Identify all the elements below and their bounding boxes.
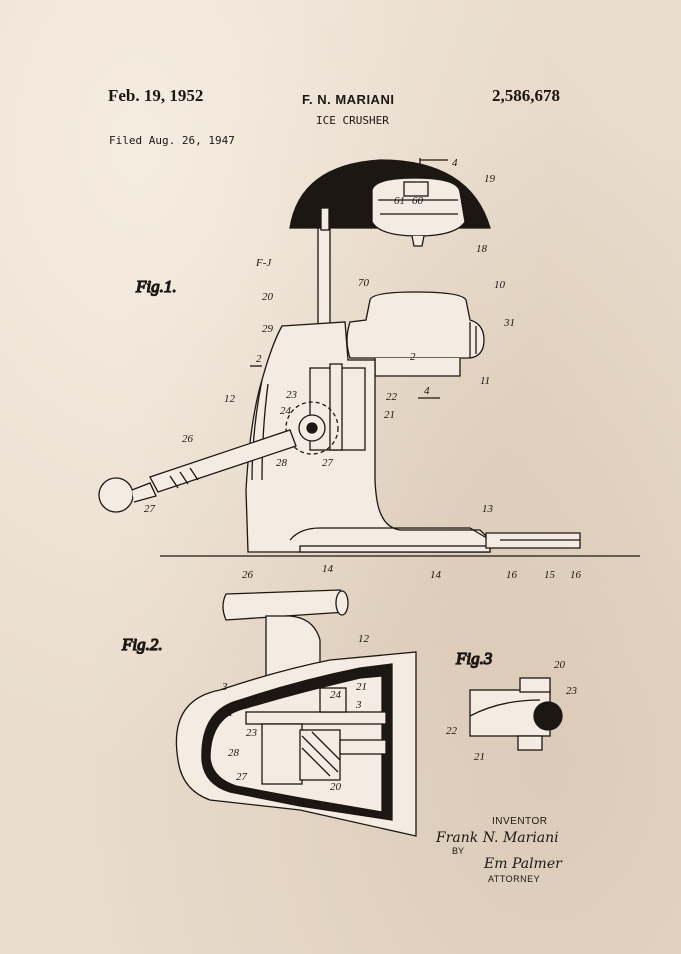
reference-numeral: 70 xyxy=(358,277,370,289)
reference-numeral: 16 xyxy=(506,569,518,581)
reference-numeral: 14 xyxy=(322,563,334,575)
reference-numeral: 60 xyxy=(412,195,424,207)
fig3-reference-numerals: 20 23 22 21 xyxy=(446,659,578,763)
figure-3-drawing xyxy=(469,677,563,751)
inventor-signature: Frank N. Mariani xyxy=(436,830,559,846)
reference-numeral: 26 xyxy=(242,569,254,581)
fig3-label: Fig.3 xyxy=(455,649,492,668)
reference-numeral: 23 xyxy=(566,685,578,697)
patent-number: 2,586,678 xyxy=(492,86,560,105)
filed-date: Filed Aug. 26, 1947 xyxy=(109,134,235,147)
reference-numeral: 18 xyxy=(476,243,488,255)
reference-numeral: 26 xyxy=(182,433,194,445)
by-label: BY xyxy=(452,846,465,856)
figure-2-drawing xyxy=(175,589,417,837)
inventor-name: F. N. MARIANI xyxy=(302,92,395,107)
reference-numeral: 28 xyxy=(228,747,240,759)
attorney-signature: Em Palmer xyxy=(484,856,562,872)
reference-numeral: F-J xyxy=(255,257,272,269)
reference-numeral: 22 xyxy=(386,391,398,403)
reference-numeral: 2 xyxy=(256,353,262,365)
fig2-reference-numerals: 26 12 3 24 21 3 1 23 28 27 20 xyxy=(221,569,370,793)
reference-numeral: 4 xyxy=(424,385,430,397)
reference-numeral: 20 xyxy=(554,659,566,671)
reference-numeral: 27 xyxy=(144,503,156,515)
reference-numeral: 11 xyxy=(480,375,490,387)
reference-numeral: 24 xyxy=(280,405,292,417)
reference-numeral: 12 xyxy=(224,393,236,405)
reference-numeral: 27 xyxy=(322,457,334,469)
reference-numeral: 21 xyxy=(384,409,395,421)
reference-numeral: 19 xyxy=(484,173,496,185)
reference-numeral: 2 xyxy=(410,351,416,363)
reference-numeral: 4 xyxy=(452,157,458,169)
reference-numeral: 14 xyxy=(430,569,442,581)
patent-date: Feb. 19, 1952 xyxy=(108,86,204,105)
reference-numeral: 21 xyxy=(474,751,485,763)
reference-numeral: 3 xyxy=(221,681,228,693)
reference-numeral: 27 xyxy=(236,771,248,783)
reference-numeral: 3 xyxy=(355,699,362,711)
attorney-label: ATTORNEY xyxy=(488,874,541,884)
reference-numeral: 15 xyxy=(544,569,556,581)
reference-numeral: 29 xyxy=(262,323,274,335)
fig2-label: Fig.2. xyxy=(121,635,163,654)
fig1-reference-numerals: 4 19 61 60 18 F-J 20 70 10 31 29 2 2 11 … xyxy=(144,157,582,581)
inventor-label: INVENTOR xyxy=(492,816,548,827)
reference-numeral: 24 xyxy=(330,689,342,701)
figure-1-drawing xyxy=(98,158,640,557)
reference-numeral: 28 xyxy=(276,457,288,469)
reference-numeral: 21 xyxy=(356,681,367,693)
reference-numeral: 10 xyxy=(494,279,506,291)
reference-numeral: 31 xyxy=(503,317,515,329)
reference-numeral: 20 xyxy=(262,291,274,303)
fig1-label: Fig.1. xyxy=(135,277,177,296)
reference-numeral: 61 xyxy=(394,195,405,207)
reference-numeral: 16 xyxy=(570,569,582,581)
reference-numeral: 23 xyxy=(246,727,258,739)
reference-numeral: 13 xyxy=(482,503,494,515)
reference-numeral: 22 xyxy=(446,725,458,737)
reference-numeral: 23 xyxy=(286,389,298,401)
patent-title: ICE CRUSHER xyxy=(316,114,389,127)
reference-numeral: 1 xyxy=(228,707,234,719)
reference-numeral: 12 xyxy=(358,633,370,645)
reference-numeral: 20 xyxy=(330,781,342,793)
